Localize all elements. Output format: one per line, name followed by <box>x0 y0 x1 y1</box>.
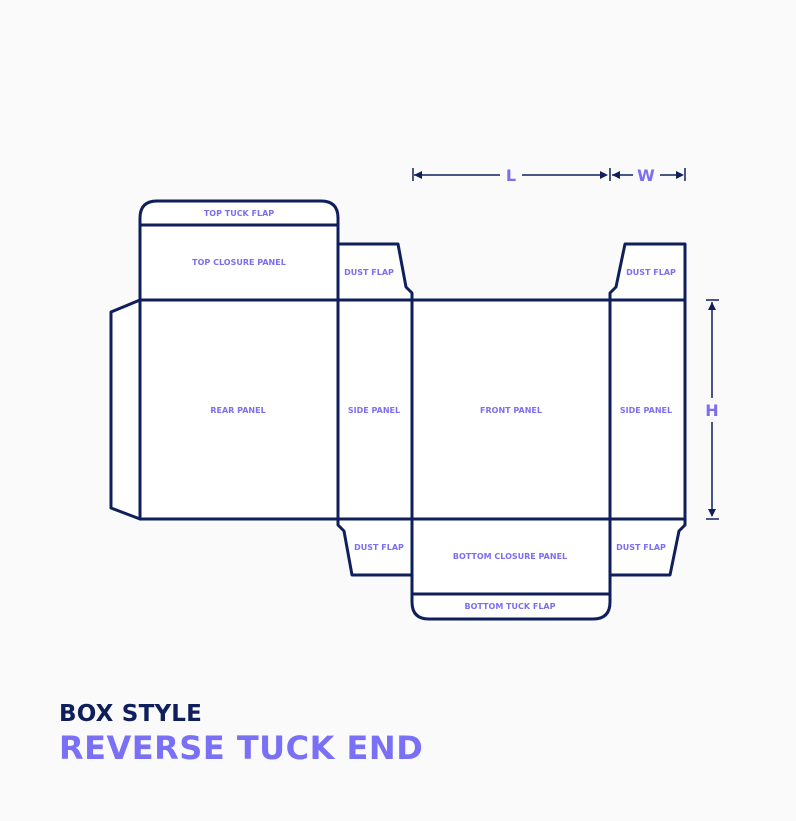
label-front-panel: FRONT PANEL <box>480 406 542 415</box>
label-rear-panel: REAR PANEL <box>210 406 265 415</box>
label-dust-flap-bottom-right: DUST FLAP <box>616 543 666 552</box>
label-top-tuck-flap: TOP TUCK FLAP <box>204 209 274 218</box>
label-dust-flap-bottom-left: DUST FLAP <box>354 543 404 552</box>
label-dust-flap-top-right: DUST FLAP <box>626 268 676 277</box>
dust-flap-top-right <box>608 242 687 302</box>
dimension-width-label: W <box>637 166 655 185</box>
box-style-subtitle: BOX STYLE <box>59 701 203 727</box>
bottom-closure-panel <box>410 517 612 596</box>
dust-flap-bottom-right <box>608 517 687 577</box>
bottom-tuck-flap <box>410 592 612 621</box>
glue-flap <box>109 298 142 521</box>
top-closure-panel <box>138 223 340 302</box>
side-panel-right <box>608 298 687 521</box>
label-bottom-closure-panel: BOTTOM CLOSURE PANEL <box>453 552 567 561</box>
top-tuck-flap <box>138 199 340 227</box>
dimension-length-label: L <box>506 166 516 185</box>
label-side-panel-right: SIDE PANEL <box>620 406 672 415</box>
label-bottom-tuck-flap: BOTTOM TUCK FLAP <box>465 602 556 611</box>
box-style-title: REVERSE TUCK END <box>59 729 424 767</box>
rear-panel <box>138 298 340 521</box>
label-dust-flap-top-left: DUST FLAP <box>344 268 394 277</box>
label-side-panel-left: SIDE PANEL <box>348 406 400 415</box>
side-panel-left <box>336 298 414 521</box>
front-panel <box>410 298 612 521</box>
dust-flap-bottom-left <box>336 517 414 577</box>
dust-flap-top-left <box>336 242 414 302</box>
label-top-closure-panel: TOP CLOSURE PANEL <box>192 258 286 267</box>
dimension-height-label: H <box>705 401 718 420</box>
